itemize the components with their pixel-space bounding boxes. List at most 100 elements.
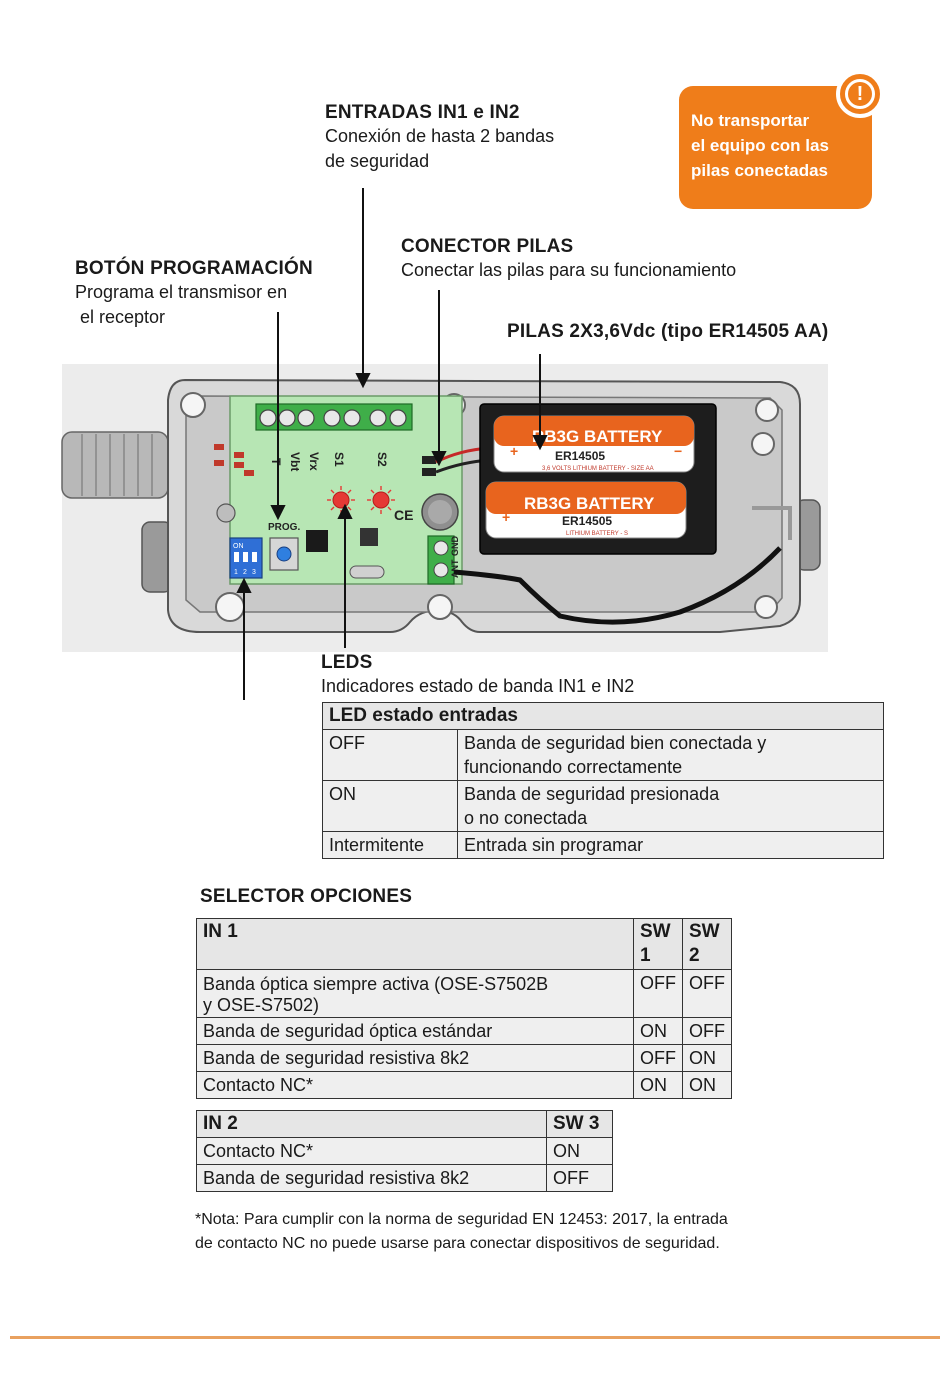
in1-sw2-cell: ON xyxy=(682,1071,732,1099)
callout-conector-title: CONECTOR PILAS xyxy=(401,236,574,257)
battery-2-plus-icon: + xyxy=(502,509,510,525)
led-desc-line: o no conectada xyxy=(464,808,588,828)
battery-2-brand: RB3G BATTERY xyxy=(524,494,655,513)
table-row: Banda de seguridad resistiva 8k2 OFF ON xyxy=(196,1044,732,1072)
callout-boton-line1: Programa el transmisor en xyxy=(75,282,288,302)
in1-header-label: IN 1 xyxy=(196,918,634,970)
in2-header-row: IN 2 SW 3 xyxy=(196,1110,613,1138)
in2-option-cell: Banda de seguridad resistiva 8k2 xyxy=(196,1164,547,1192)
led-state-table: LED estado entradas OFF Banda de segurid… xyxy=(322,702,884,859)
warning-line1: No transportar xyxy=(691,111,810,130)
terminal-label-s2: S2 xyxy=(375,452,389,467)
exclamation-icon: ! xyxy=(836,70,884,118)
footer-divider xyxy=(10,1336,940,1339)
battery-connector-1 xyxy=(422,456,436,464)
battery-1-plus-icon: + xyxy=(510,443,518,459)
dip-switch-levers xyxy=(234,552,257,562)
callout-boton-line2: el receptor xyxy=(75,307,166,327)
callout-leds-title: LEDS xyxy=(321,652,373,673)
in1-header-sw1: SW 1 xyxy=(633,918,683,970)
in1-sw1-cell: ON xyxy=(633,1017,683,1045)
led-desc-line: Banda de seguridad bien conectada y xyxy=(464,733,767,753)
table-row: Intermitente Entrada sin programar xyxy=(322,831,884,859)
terminal-label-s1: S1 xyxy=(332,452,346,467)
in1-option-line: Banda óptica siempre activa (OSE-S7502B xyxy=(203,974,549,994)
in1-option-cell: Banda de seguridad resistiva 8k2 xyxy=(196,1044,634,1072)
in1-sw2-cell: OFF xyxy=(682,969,732,1018)
led-desc-cell: Banda de seguridad presionada o no conec… xyxy=(457,780,884,832)
in2-header-label: IN 2 xyxy=(196,1110,547,1138)
table-row: Banda de seguridad óptica estándar ON OF… xyxy=(196,1017,732,1045)
in2-options-table: IN 2 SW 3 Contacto NC* ON Banda de segur… xyxy=(196,1110,613,1192)
callout-leds-line1: Indicadores estado de banda IN1 e IN2 xyxy=(321,676,635,696)
led-state-cell: ON xyxy=(322,780,458,832)
led-table-header: LED estado entradas xyxy=(322,702,884,730)
in1-option-line: y OSE-S7502) xyxy=(203,995,320,1015)
in1-sw1-cell: OFF xyxy=(633,1044,683,1072)
in1-sw1-cell: ON xyxy=(633,1071,683,1099)
terminal-screws xyxy=(259,409,407,427)
callout-entradas-line2: de seguridad xyxy=(325,151,430,171)
in2-option-cell: Contacto NC* xyxy=(196,1137,547,1165)
battery-1-minus-icon: − xyxy=(674,443,682,459)
in1-option-cell: Banda óptica siempre activa (OSE-S7502B … xyxy=(196,969,634,1018)
pcb-screw xyxy=(216,503,236,523)
callout-selector-title: SELECTOR OPCIONES xyxy=(200,886,413,907)
in1-options-table: IN 1 SW 1 SW 2 Banda óptica siempre acti… xyxy=(196,918,732,1099)
in1-sw2-cell: OFF xyxy=(682,1017,732,1045)
terminal-label-vrx: Vrx xyxy=(307,452,321,471)
prog-button[interactable] xyxy=(276,546,292,562)
device-illustration: T Vbt Vrx S1 S2 ON 1 2 3 PROG. xyxy=(61,188,828,700)
smd-resistors xyxy=(214,444,254,476)
in2-header-sw3: SW 3 xyxy=(546,1110,613,1138)
terminal-label-vbt: Vbt xyxy=(288,452,302,471)
side-clip xyxy=(752,506,792,540)
in1-header-row: IN 1 SW 1 SW 2 xyxy=(196,918,732,970)
led-desc-cell: Entrada sin programar xyxy=(457,831,884,859)
crystal-oscillator xyxy=(349,565,385,579)
radio-chip xyxy=(360,528,378,546)
microcontroller-chip xyxy=(306,530,328,552)
led-state-cell: OFF xyxy=(322,729,458,781)
in1-sw2-cell: ON xyxy=(682,1044,732,1072)
led-desc-line: Banda de seguridad presionada xyxy=(464,784,720,804)
callout-conector-line1: Conectar las pilas para su funcionamient… xyxy=(401,260,737,280)
dip-number-2: 2 xyxy=(243,569,247,576)
battery-2-spec: LITHIUM BATTERY - S xyxy=(566,531,628,537)
in2-sw3-cell: OFF xyxy=(546,1164,613,1192)
callout-conector: CONECTOR PILAS Conectar las pilas para s… xyxy=(401,236,736,283)
in1-header-sw2: SW 2 xyxy=(682,918,732,970)
dip-number-1: 1 xyxy=(234,569,238,576)
table-row: Banda de seguridad resistiva 8k2 OFF xyxy=(196,1164,613,1192)
led-state-cell: Intermitente xyxy=(322,831,458,859)
in1-option-cell: Banda de seguridad óptica estándar xyxy=(196,1017,634,1045)
antenna-screw-1 xyxy=(433,540,449,556)
warning-line2: el equipo con las xyxy=(691,136,829,155)
dip-switch-label: ON xyxy=(233,543,244,550)
callout-pilas-title: PILAS 2X3,6Vdc (tipo ER14505 AA) xyxy=(507,321,829,342)
table-row: Banda óptica siempre activa (OSE-S7502B … xyxy=(196,969,732,1018)
cable-gland-ridges xyxy=(81,434,153,496)
battery-2-band xyxy=(486,482,686,514)
table-row: ON Banda de seguridad presionada o no co… xyxy=(322,780,884,832)
battery-connector-2 xyxy=(422,468,436,476)
led-in2 xyxy=(367,486,395,514)
battery-1-model: ER14505 xyxy=(555,449,605,463)
antenna-screw-2 xyxy=(433,562,449,578)
callout-boton-title: BOTÓN PROGRAMACIÓN xyxy=(75,258,313,279)
antenna-label-ant: ANT xyxy=(450,559,460,578)
dip-number-3: 3 xyxy=(252,569,256,576)
battery-1-brand: RB3G BATTERY xyxy=(532,427,663,446)
table-row: Contacto NC* ON ON xyxy=(196,1071,732,1099)
callout-entradas-line1: Conexión de hasta 2 bandas xyxy=(325,126,555,146)
footnote-line2: de contacto NC no puede usarse para cone… xyxy=(195,1235,720,1252)
prog-label: PROG. xyxy=(268,522,300,533)
in2-sw3-cell: ON xyxy=(546,1137,613,1165)
led-desc-line: funcionando correctamente xyxy=(464,757,683,777)
antenna-label-gnd: GND xyxy=(450,536,460,557)
ce-mark: CE xyxy=(394,507,413,523)
warning-box: No transportar el equipo con las pilas c… xyxy=(679,86,872,209)
battery-1-spec: 3,6 VOLTS LITHIUM BATTERY - SIZE AA xyxy=(542,466,654,472)
warning-line3: pilas conectadas xyxy=(691,161,829,180)
callout-entradas: ENTRADAS IN1 e IN2 Conexión de hasta 2 b… xyxy=(325,102,554,174)
